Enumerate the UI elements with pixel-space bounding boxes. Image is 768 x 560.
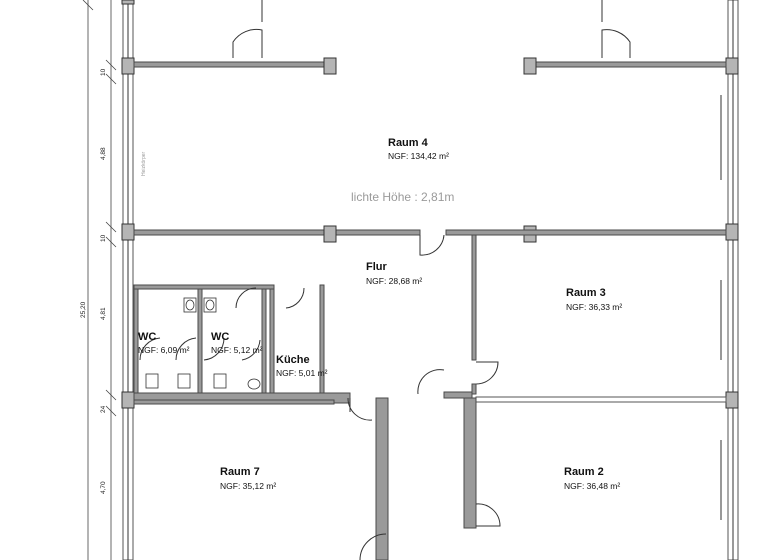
room-name-raum3: Raum 3	[566, 287, 606, 299]
room-name-wc2: WC	[211, 331, 229, 343]
room-area-wc1: NGF: 6,09 m²	[138, 345, 190, 355]
room-name-raum4: Raum 4	[388, 137, 429, 149]
exterior-wall-right	[720, 0, 739, 560]
dim-total: 25,20	[80, 301, 87, 318]
wc-block	[133, 284, 351, 404]
dim-seg-3: 10	[100, 234, 107, 242]
dim-seg-1: 10	[100, 68, 107, 76]
room-name-wc1: WC	[138, 331, 156, 343]
dim-seg-5: 24	[100, 405, 107, 413]
room-area-raum4: NGF: 134,42 m²	[388, 151, 449, 161]
room-area-raum3: NGF: 36,33 m²	[566, 302, 622, 312]
dimension-chain	[82, 0, 117, 560]
dim-seg-2: 4,88	[100, 147, 107, 160]
room-area-flur: NGF: 28,68 m²	[366, 276, 422, 286]
room-area-kueche: NGF: 5,01 m²	[276, 368, 328, 378]
lower-walls	[133, 369, 501, 560]
dim-seg-6: 4,70	[100, 481, 107, 494]
radiator-label: Heizkörper	[141, 151, 147, 176]
wall-raum4-flur	[133, 225, 727, 256]
wall-raum3	[471, 234, 727, 403]
room-area-raum7: NGF: 35,12 m²	[220, 481, 276, 491]
top-walls	[133, 0, 727, 75]
room-name-raum2: Raum 2	[564, 466, 604, 478]
dim-seg-4: 4,81	[100, 307, 107, 320]
room-area-wc2: NGF: 5,12 m²	[211, 345, 263, 355]
room-name-raum7: Raum 7	[220, 466, 260, 478]
room-area-raum2: NGF: 36,48 m²	[564, 481, 620, 491]
room-name-flur: Flur	[366, 261, 387, 273]
ceiling-height-label: lichte Höhe : 2,81m	[351, 190, 454, 204]
room-name-kueche: Küche	[276, 354, 310, 366]
exterior-wall-left	[121, 0, 135, 560]
